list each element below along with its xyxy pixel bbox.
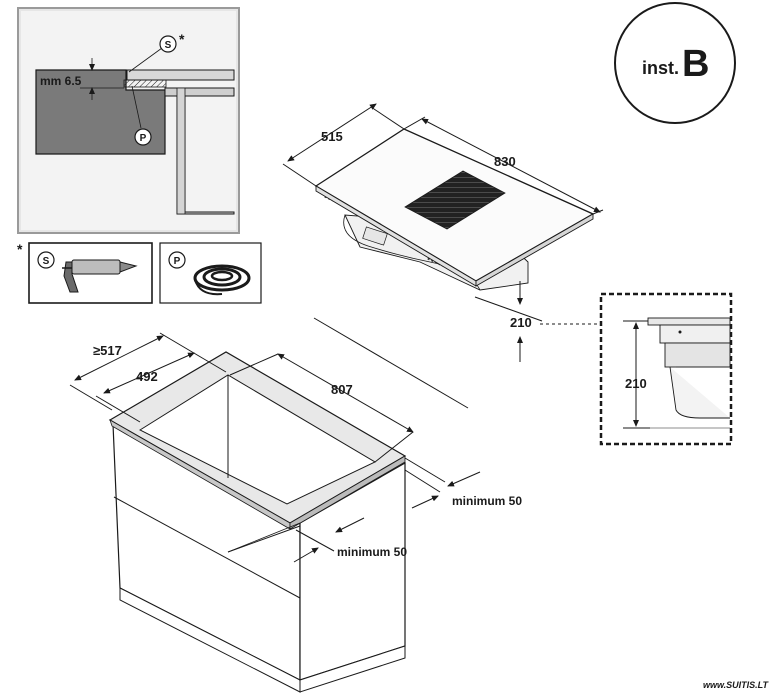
seal-thickness-label: mm 6.5 bbox=[40, 74, 82, 88]
seal-marker bbox=[159, 35, 177, 53]
min-rear-clearance-label: minimum 50 bbox=[452, 494, 522, 508]
hob-drawing: 515 830 210 bbox=[282, 103, 604, 362]
cutout-width-label: 807 bbox=[331, 382, 353, 397]
badge-prefix: inst. bbox=[642, 58, 679, 78]
tape-marker: P bbox=[174, 256, 181, 267]
min-front-clearance-label: minimum 50 bbox=[337, 545, 407, 559]
hob-depth-label: 515 bbox=[321, 129, 343, 144]
sealant-gun-icon bbox=[62, 259, 138, 293]
accessories-asterisk: * bbox=[17, 241, 23, 257]
hob-glass bbox=[126, 69, 235, 81]
hob-height-label: 210 bbox=[510, 315, 532, 330]
accessories: * S P bbox=[17, 241, 262, 304]
watermark: www.SUITIS.LT bbox=[703, 680, 770, 690]
sealant-marker: S bbox=[43, 256, 50, 267]
profile-marker-letter: P bbox=[140, 133, 147, 144]
tape-roll-icon bbox=[193, 264, 251, 296]
seal-asterisk: * bbox=[179, 31, 185, 47]
side-view-inset: 210 bbox=[599, 292, 733, 446]
profile-marker bbox=[134, 128, 152, 146]
cutout-depth-label: 492 bbox=[136, 369, 158, 384]
badge-letter: B bbox=[682, 43, 709, 85]
detail-panel: mm 6.5 S * P bbox=[17, 7, 240, 234]
inset-height-label: 210 bbox=[625, 376, 647, 391]
cabinet-drawing: ≥517 492 807 minimum 50 minimum 50 bbox=[69, 317, 522, 693]
installation-badge: inst. B bbox=[614, 2, 736, 124]
hob-width-label: 830 bbox=[494, 154, 516, 169]
seal-marker-letter: S bbox=[165, 40, 172, 51]
cutout-min-depth-label: ≥517 bbox=[93, 343, 122, 358]
seal-strip bbox=[123, 79, 167, 88]
